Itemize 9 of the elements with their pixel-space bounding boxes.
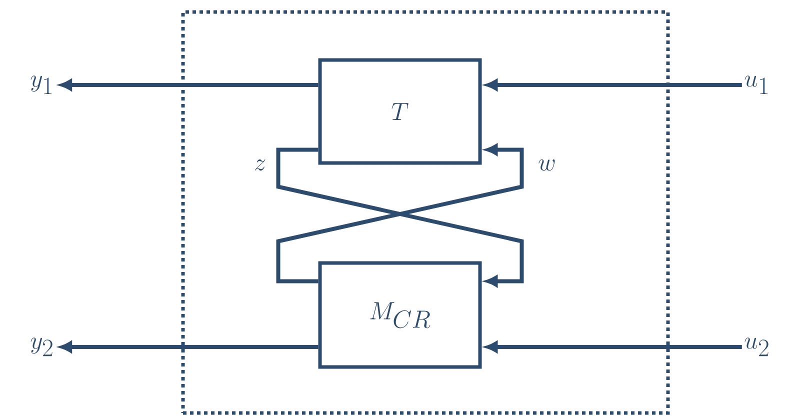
signal-label: $y_2$ [30,338,52,356]
block-box: $M_{CR}$ [318,261,482,369]
signal-label: $y_1$ [30,76,52,94]
boundary-box [181,10,670,415]
block-box: $T$ [318,58,482,165]
signal-label: $u_1$ [744,76,768,94]
edge-label: $w$ [536,158,558,172]
signal-label: $u_2$ [744,338,768,356]
edge-label: $z$ [252,158,268,172]
